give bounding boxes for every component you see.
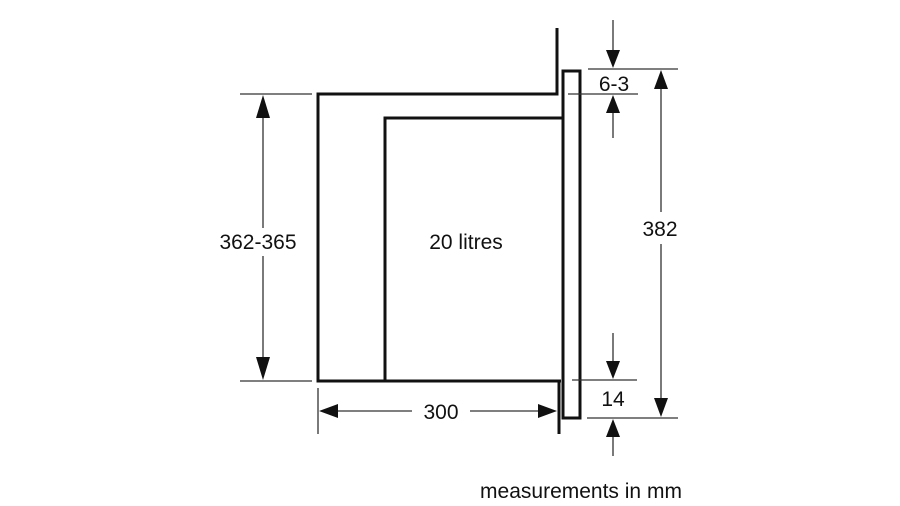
bottom-gap-dimension: 14 — [572, 333, 678, 456]
depth-label: 300 — [423, 401, 458, 424]
depth-dimension: 300 — [317, 388, 557, 434]
niche-outline — [316, 28, 561, 383]
niche-height-label: 362-365 — [219, 231, 296, 254]
arrow-down-icon — [256, 357, 270, 380]
arrow-up-icon — [654, 70, 668, 89]
total-height-label: 382 — [642, 218, 677, 241]
arrow-up-icon — [256, 95, 270, 118]
top-gap-dimension: 6-3 — [568, 20, 678, 138]
arrow-down-icon — [606, 361, 620, 379]
arrow-left-icon — [319, 404, 338, 418]
cabinet-outline — [316, 28, 582, 434]
arrow-right-icon — [538, 404, 557, 418]
top-gap-label: 6-3 — [599, 73, 629, 96]
units-note: measurements in mm — [480, 480, 682, 503]
appliance-body — [383, 116, 563, 381]
niche-height-dimension: 362-365 — [219, 93, 312, 382]
arrow-up-icon — [606, 419, 620, 437]
door-panel — [561, 69, 582, 420]
arrow-down-icon — [654, 398, 668, 417]
total-height-dimension: 382 — [642, 70, 678, 417]
bottom-gap-label: 14 — [601, 388, 625, 411]
arrow-down-icon — [606, 50, 620, 68]
arrow-up-icon — [606, 95, 620, 113]
volume-label: 20 litres — [429, 231, 503, 254]
